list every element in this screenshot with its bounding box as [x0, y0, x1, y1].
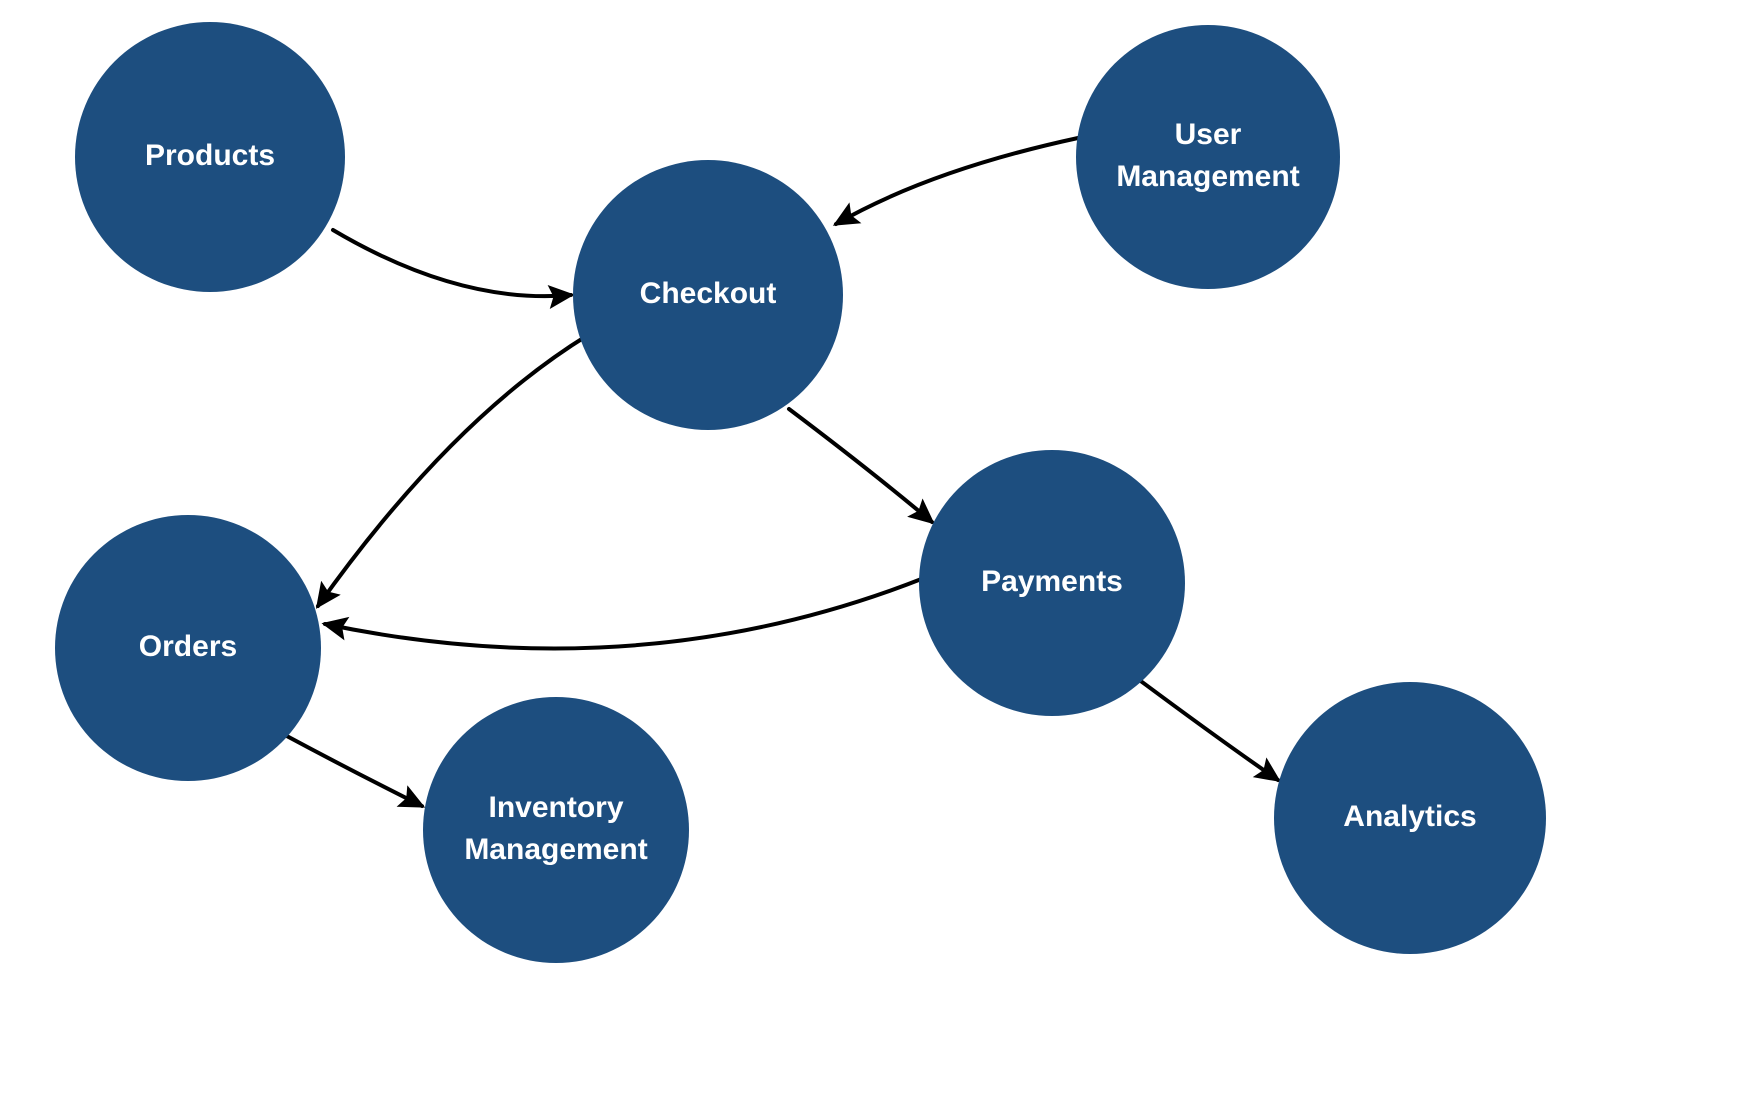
node-circle-products[interactable]: [75, 22, 345, 292]
node-orders[interactable]: Orders: [55, 515, 321, 781]
edges-layer: [281, 136, 1281, 808]
edge-user-management-to-checkout: [832, 136, 1080, 226]
edge-payments-to-orders: [321, 576, 926, 651]
edge-payments-to-analytics: [1132, 674, 1281, 783]
edge-products-to-checkout: [331, 228, 575, 309]
node-payments[interactable]: Payments: [919, 450, 1185, 716]
node-circle-payments[interactable]: [919, 450, 1185, 716]
node-checkout[interactable]: Checkout: [573, 160, 843, 430]
edge-checkout-to-orders: [315, 333, 590, 609]
node-circle-orders[interactable]: [55, 515, 321, 781]
node-analytics[interactable]: Analytics: [1274, 682, 1546, 954]
node-circle-analytics[interactable]: [1274, 682, 1546, 954]
edge-checkout-to-payments: [787, 407, 935, 525]
edge-orders-to-inventory-management: [281, 732, 426, 808]
node-products[interactable]: Products: [75, 22, 345, 292]
node-circle-checkout[interactable]: [573, 160, 843, 430]
node-circle-user-management[interactable]: [1076, 25, 1340, 289]
node-circle-inventory-management[interactable]: [423, 697, 689, 963]
